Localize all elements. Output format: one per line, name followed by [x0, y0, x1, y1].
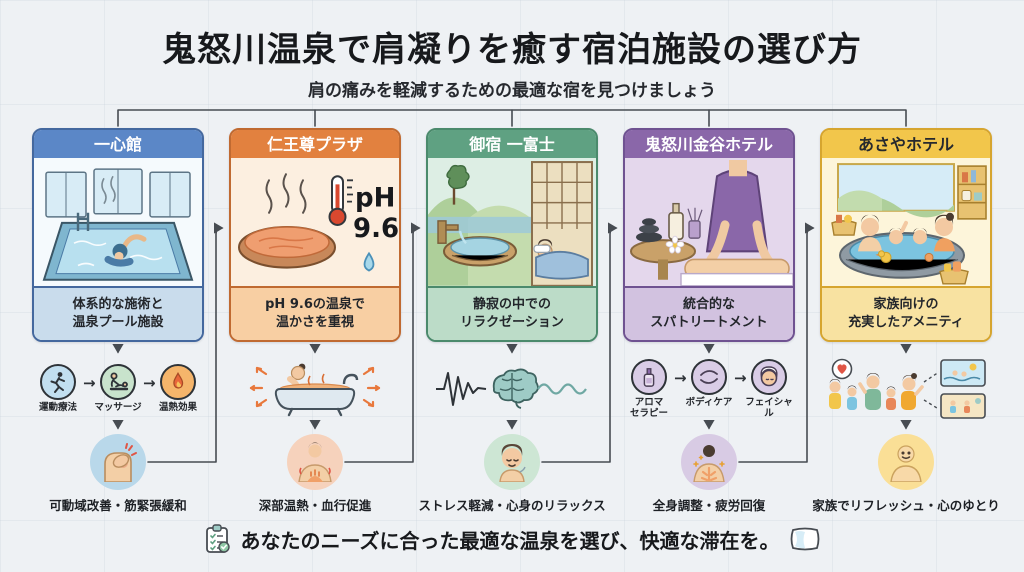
bath-photo-icon: [940, 359, 986, 387]
outcome-label: 全身調整・疲労回復: [652, 498, 766, 513]
right-arrow-icon: →: [734, 368, 747, 387]
hotel-card: 御宿 一富士: [426, 128, 598, 342]
ryokan-illustration: [428, 158, 596, 286]
page-subtitle: 肩の痛みを軽減するための最適な宿を見つけましょう: [308, 81, 716, 101]
hotel-column-kinugawakanaya: 鬼怒川金谷ホテル: [623, 128, 795, 514]
hotel-name: 御宿 一富士: [428, 130, 596, 159]
outcome-label: ストレス軽減・心身のリラックス: [418, 498, 606, 513]
outcome-shoulder-relief-icon: [90, 434, 146, 490]
hotel-name: 一心館: [34, 130, 202, 159]
massage-icon: [100, 364, 136, 401]
hotel-card: 一心館: [32, 128, 204, 342]
step-facial: フェイシャル: [744, 358, 794, 420]
hotel-column-niousonplaza: 仁王尊プラザ: [229, 128, 401, 514]
warm-bath-step: [229, 358, 401, 420]
bathtub-heat-icon: [249, 363, 381, 417]
hotel-column-isshinkan: 一心館: [32, 128, 204, 514]
aroma-bottle-icon: [631, 358, 667, 395]
stress-wave-brain-icon: [436, 368, 587, 409]
right-arrow-icon: →: [83, 374, 96, 393]
play-photo-icon: [940, 393, 986, 419]
hotel-feature: pH 9.6の温泉で 温かさを重視: [231, 286, 399, 340]
hotel-name: 鬼怒川金谷ホテル: [625, 130, 793, 159]
family-bath-illustration: [822, 158, 990, 286]
outcome-full-body-icon: [681, 434, 737, 490]
hotel-name: あさやホテル: [822, 130, 990, 159]
therapy-steps: 運動療法 →: [32, 358, 204, 420]
hotel-feature: 家族向けの 充実したアメニティ: [822, 286, 990, 340]
outcome-deep-heat-icon: [287, 434, 343, 490]
outcome-label: 深部温熱・血行促進: [258, 498, 372, 513]
hands-icon: [691, 358, 727, 395]
bracket-line: [117, 109, 907, 127]
right-arrow-icon: →: [674, 368, 687, 387]
hotel-card: 仁王尊プラザ: [229, 128, 401, 342]
flame-icon: [160, 364, 196, 401]
hotel-name: 仁王尊プラザ: [231, 130, 399, 159]
spa-massage-illustration: [625, 158, 793, 286]
step-bodycare: ボディケア: [684, 358, 734, 409]
footer: あなたのニーズに合った最適な温泉を選び、快適な滞在を。: [0, 524, 1024, 554]
outcome-label: 家族でリフレッシュ・心のゆとり: [812, 498, 1000, 513]
exercise-therapy-icon: [40, 364, 76, 401]
footer-text: あなたのニーズに合った最適な温泉を選び、快適な滞在を。: [240, 528, 780, 553]
spa-steps: アロマ セラピー → ボディケア →: [623, 358, 795, 420]
hotel-column-asaya: あさやホテル: [812, 128, 1000, 514]
checklist-clipboard-icon: [205, 524, 230, 553]
outcome-label: 可動域改善・筋緊張緩和: [49, 498, 187, 513]
hotel-feature: 体系的な施術と 温泉プール施設: [34, 286, 202, 340]
family-step: [820, 358, 992, 420]
bath-basket-icon: [939, 261, 969, 285]
step-aromatherapy: アロマ セラピー: [624, 358, 674, 420]
hotel-feature: 統合的な スパトリートメント: [625, 286, 793, 340]
calming-step: [426, 358, 598, 420]
hotel-card: 鬼怒川金谷ホテル: [623, 128, 795, 342]
hotel-column-ichifuji: 御宿 一富士: [418, 128, 606, 514]
facial-icon: [751, 358, 787, 395]
hotel-columns: 一心館: [0, 128, 1024, 514]
right-arrow-icon: →: [143, 374, 156, 393]
pillow-icon: [790, 527, 819, 551]
thermometer-icon: [328, 175, 353, 227]
step-massage: マッサージ: [93, 364, 143, 414]
step-exercise: 運動療法: [33, 364, 83, 414]
page-title: 鬼怒川温泉で肩凝りを癒す宿泊施設の選び方: [162, 30, 862, 70]
pool-illustration: [34, 158, 202, 286]
family-amenities-icon: [829, 358, 986, 419]
hotel-card: あさやホテル: [820, 128, 992, 342]
outcome-relaxed-face-icon: [484, 434, 540, 490]
onsen-basin-illustration: pH 9.6: [231, 158, 399, 286]
step-heat: 温熱効果: [153, 364, 203, 414]
svg-text:9.6: 9.6: [353, 214, 399, 244]
hotel-feature: 静寂の中での リラクゼーション: [428, 286, 596, 340]
svg-text:pH: pH: [355, 184, 395, 214]
flower-icon: [665, 235, 685, 254]
rubber-duck-icon: [875, 250, 892, 264]
outcome-family-refresh-icon: [878, 434, 934, 490]
